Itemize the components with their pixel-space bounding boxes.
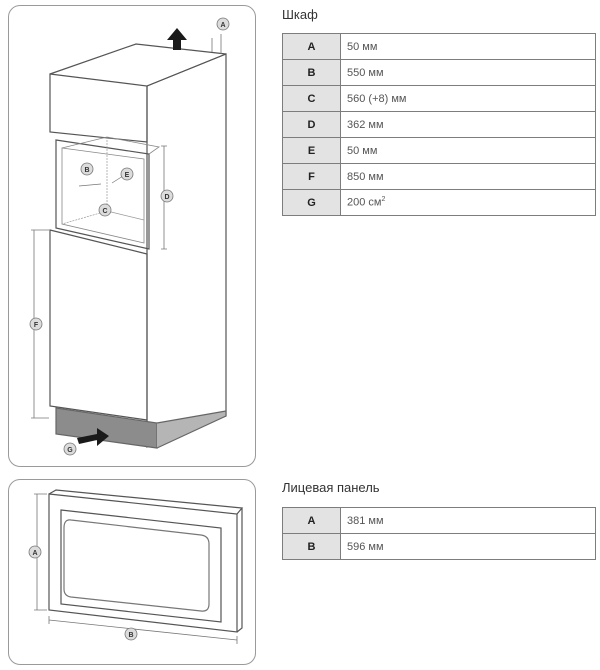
marker-g: G: [67, 447, 73, 454]
table-row: F 850 мм: [282, 163, 596, 190]
row-key: F: [282, 163, 341, 190]
row-key: A: [282, 33, 341, 60]
cabinet-diagram: A B E C D F G: [29, 17, 230, 456]
row-value: 362 мм: [340, 111, 596, 138]
row-key: G: [282, 189, 341, 216]
row-key: A: [282, 507, 341, 534]
table-row: B 550 мм: [282, 59, 596, 86]
arrow-up-icon: [167, 28, 187, 50]
row-value: 200 см2: [340, 189, 596, 216]
row-value: 596 мм: [340, 533, 596, 560]
row-value: 50 мм: [340, 33, 596, 60]
value-superscript: 2: [381, 196, 386, 204]
cabinet-spec-table: A 50 мм B 550 мм C 560 (+8) мм D 362 мм …: [282, 33, 596, 216]
marker-a: A: [220, 22, 225, 29]
row-key: B: [282, 59, 341, 86]
table-row: A 50 мм: [282, 33, 596, 60]
row-value: 560 (+8) мм: [340, 85, 596, 112]
table-row: C 560 (+8) мм: [282, 85, 596, 112]
row-key: E: [282, 137, 341, 164]
row-value: 850 мм: [340, 163, 596, 190]
front-panel-diagram: A B: [28, 489, 244, 644]
marker-e: E: [125, 172, 130, 179]
cabinet-title: Шкаф: [282, 7, 318, 22]
front-marker-a: A: [32, 550, 37, 557]
table-row: B 596 мм: [282, 533, 596, 560]
marker-f: F: [34, 322, 39, 329]
table-row: G 200 см2: [282, 189, 596, 216]
row-key: D: [282, 111, 341, 138]
front-panel-spec-table: A 381 мм B 596 мм: [282, 507, 596, 560]
table-row: A 381 мм: [282, 507, 596, 534]
front-panel-title: Лицевая панель: [282, 480, 380, 495]
row-key: C: [282, 85, 341, 112]
marker-c: C: [102, 208, 107, 215]
marker-b: B: [84, 167, 89, 174]
marker-d: D: [164, 194, 169, 201]
table-row: D 362 мм: [282, 111, 596, 138]
front-panel-diagram-panel: A B: [8, 479, 256, 665]
row-key: B: [282, 533, 341, 560]
row-value: 550 мм: [340, 59, 596, 86]
row-value: 381 мм: [340, 507, 596, 534]
table-row: E 50 мм: [282, 137, 596, 164]
row-value: 50 мм: [340, 137, 596, 164]
front-marker-b: B: [128, 632, 133, 639]
arrow-right-icon: [77, 428, 109, 446]
cabinet-diagram-panel: A B E C D F G: [8, 5, 256, 467]
value-text: 200 см: [347, 196, 382, 209]
